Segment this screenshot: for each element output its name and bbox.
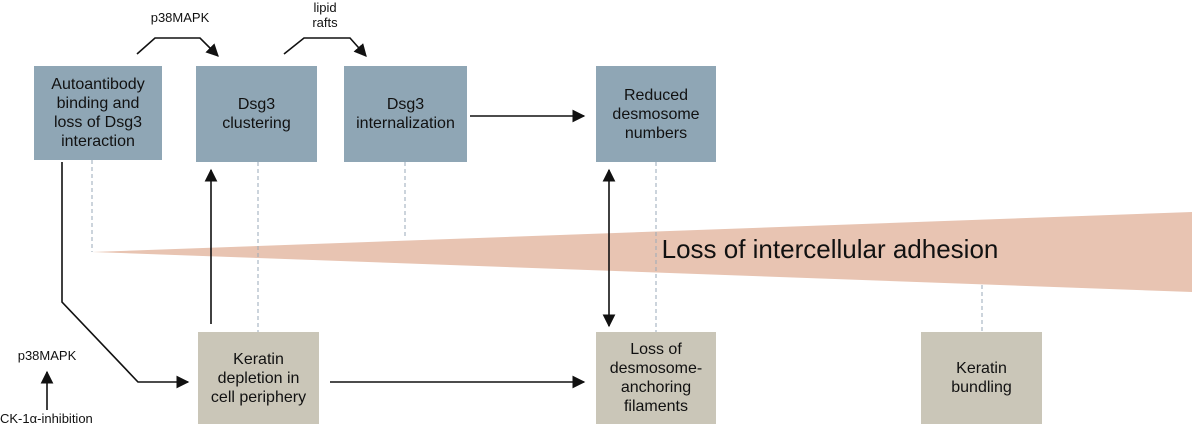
- node-dsg3-clustering: Dsg3 clustering: [196, 66, 317, 162]
- node-reduced-desmosome-numbers: Reduced desmosome numbers: [596, 66, 716, 162]
- arrow-lipid-rafts-bracket: [283, 37, 367, 57]
- node-dsg3-internalization: Dsg3 internalization: [344, 66, 467, 162]
- label-p38mapk-left: p38MAPK: [17, 348, 77, 363]
- label-p38mapk-top: p38MAPK: [150, 10, 210, 25]
- adhesion-loss-label: Loss of intercellular adhesion: [661, 234, 999, 264]
- adhesion-loss-wedge: [92, 212, 1192, 292]
- node-autoantibody-binding: Autoantibody binding and loss of Dsg3 in…: [34, 66, 162, 160]
- label-ck1-alpha-inhibition: CK-1α-inhibition: [0, 411, 93, 426]
- node-loss-of-anchoring-filaments: Loss of desmosome- anchoring filaments: [596, 332, 716, 424]
- arrow-p38-bracket: [136, 37, 219, 57]
- arrow-autoantibody-to-keratin: [61, 162, 190, 389]
- node-keratin-bundling: Keratin bundling: [921, 332, 1042, 424]
- node-keratin-depletion: Keratin depletion in cell periphery: [198, 332, 319, 424]
- label-lipid-rafts: lipid rafts: [312, 0, 338, 30]
